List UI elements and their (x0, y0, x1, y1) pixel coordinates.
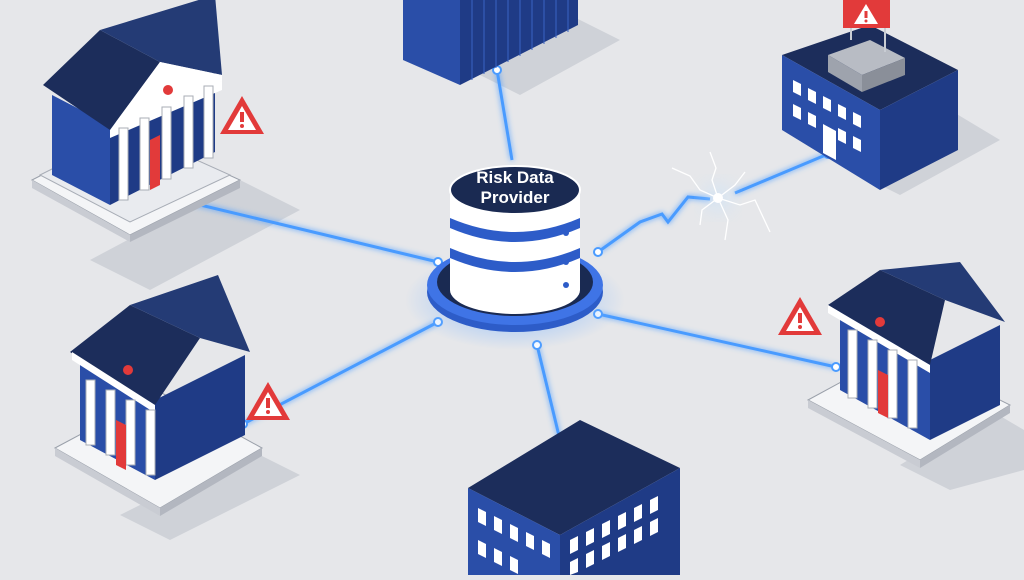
office-building-bottom (468, 420, 680, 575)
hub-top (450, 166, 580, 214)
alert-icon (778, 297, 822, 335)
broken-connection-line (598, 197, 710, 252)
connection-line (537, 345, 560, 440)
connection-line (735, 154, 828, 193)
alert-icon (246, 382, 290, 420)
spark-break-icon (672, 152, 770, 240)
alert-flag-icon (843, 0, 890, 28)
alert-icon (220, 96, 264, 134)
